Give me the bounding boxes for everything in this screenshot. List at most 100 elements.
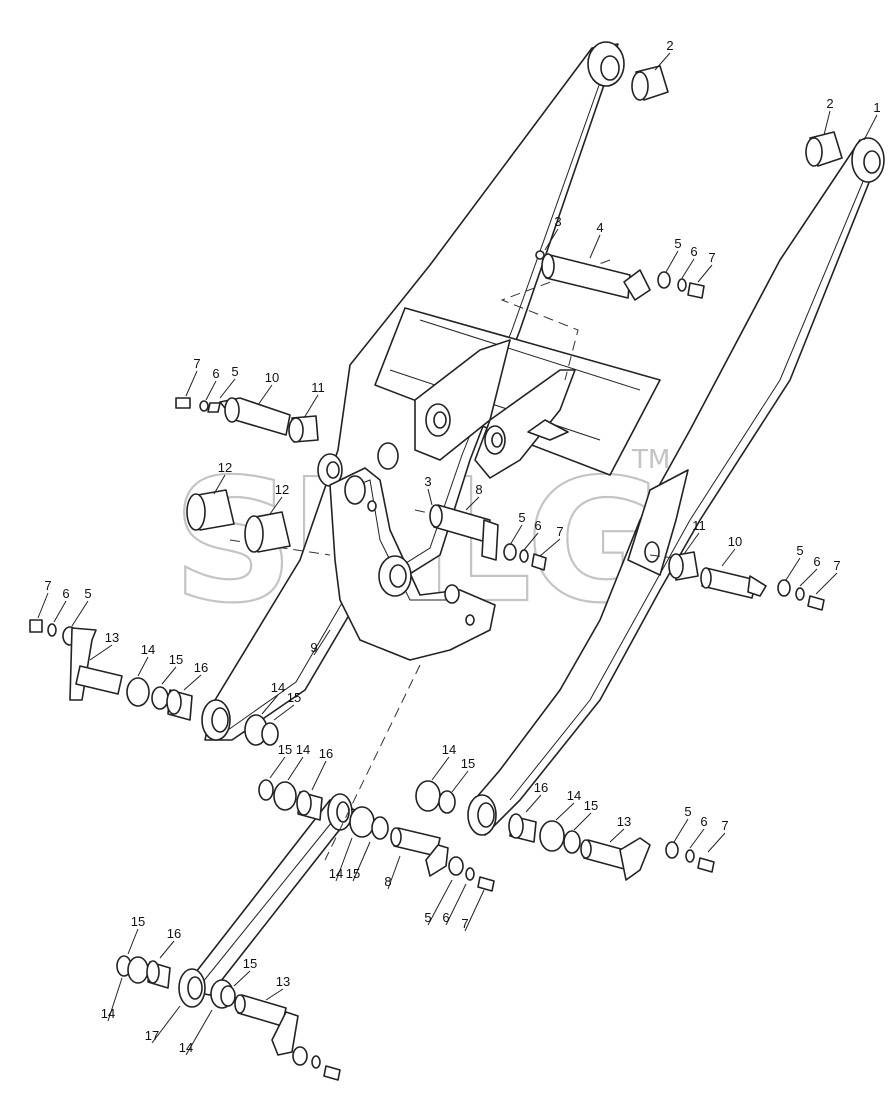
part-label-p5e: 5	[84, 586, 91, 601]
leader-line-p6c	[523, 532, 539, 551]
leader-line-p5a	[665, 250, 679, 273]
leader-line-p17	[151, 1005, 181, 1044]
pin-8-upper-assembly	[429, 504, 547, 571]
part-label-p6d: 6	[813, 554, 820, 569]
leader-line-p15f	[352, 841, 371, 882]
leader-lines	[37, 52, 878, 1056]
part-label-p14c: 14	[296, 742, 310, 757]
part-label-p5f: 5	[684, 804, 691, 819]
leader-line-p16a	[183, 674, 202, 691]
leader-line-p14h	[185, 1009, 213, 1056]
right-pin-10-assembly	[668, 551, 825, 611]
leader-line-p9	[313, 629, 331, 656]
leader-line-p16c	[525, 794, 542, 813]
part-label-p13b: 13	[617, 814, 631, 829]
part-label-p14h: 14	[179, 1040, 193, 1055]
part-label-p11a: 11	[311, 380, 325, 395]
part-label-p3a: 3	[554, 214, 561, 229]
part-label-p7d: 7	[833, 558, 840, 573]
part-label-p14e: 14	[567, 788, 581, 803]
leader-line-p13c	[265, 988, 284, 1001]
part-label-p6b: 6	[212, 366, 219, 381]
leader-line-p14b	[261, 694, 279, 715]
leader-line-p8a	[465, 496, 480, 511]
leader-line-p5g	[427, 879, 453, 926]
leader-line-p16b	[311, 760, 327, 791]
leader-line-p8b	[387, 855, 401, 890]
leader-line-p3b	[427, 488, 433, 506]
bushings-12	[186, 489, 291, 553]
leader-line-p6e	[53, 600, 67, 623]
leader-line-p5b	[219, 378, 236, 399]
leader-line-p14c	[287, 756, 304, 781]
part-label-p7c: 7	[556, 524, 563, 539]
part-label-p16d: 16	[167, 926, 181, 941]
part-label-p4: 4	[596, 220, 603, 235]
part-label-p15d: 15	[461, 756, 475, 771]
leader-line-p5e	[71, 600, 89, 627]
leader-line-p15h	[233, 970, 251, 987]
part-label-p7e: 7	[44, 578, 51, 593]
right-lower-ring-stack	[415, 780, 581, 854]
leader-line-p7b	[185, 370, 198, 397]
leader-line-p14a	[137, 656, 149, 677]
leader-line-p11b	[683, 532, 700, 555]
leader-line-p14f	[335, 837, 353, 882]
part-label-p10a: 10	[265, 370, 279, 385]
part-label-p16c: 16	[534, 780, 548, 795]
leader-line-p7f	[707, 832, 726, 853]
leader-line-p3a	[544, 228, 559, 251]
part-label-p6g: 6	[442, 910, 449, 925]
rocker-arm	[329, 442, 496, 661]
part-label-p14g: 14	[101, 1006, 115, 1021]
part-label-p15e: 15	[584, 798, 598, 813]
part-label-p15g: 15	[131, 914, 145, 929]
part-label-p5d: 5	[796, 543, 803, 558]
part-label-p5g: 5	[424, 910, 431, 925]
leader-line-p5d	[785, 557, 801, 581]
right-pin-13-assembly	[580, 837, 715, 881]
part-label-p7a: 7	[708, 250, 715, 265]
part-label-p7b: 7	[193, 356, 200, 371]
part-label-p5c: 5	[518, 510, 525, 525]
left-pin-10-assembly	[175, 397, 319, 443]
leader-line-p6d	[799, 568, 818, 587]
leader-line-p4	[589, 234, 601, 259]
leader-line-p6b	[205, 380, 217, 401]
leader-line-p14d	[431, 756, 450, 781]
leader-line-p12a	[213, 474, 226, 495]
leader-line-p7a	[697, 264, 713, 283]
part-label-p15a: 15	[169, 652, 183, 667]
leader-line-p6g	[445, 883, 467, 926]
leader-line-p10b	[721, 548, 736, 567]
leader-line-p15g	[127, 928, 139, 955]
leader-line-p16d	[159, 940, 175, 959]
part-label-p6c: 6	[534, 518, 541, 533]
part-label-p12a: 12	[218, 460, 232, 475]
leader-line-p15d	[451, 770, 469, 793]
part-label-p7f: 7	[721, 818, 728, 833]
leader-line-p15c	[269, 756, 286, 779]
leader-line-p1	[863, 114, 878, 141]
leader-line-p12b	[269, 496, 283, 515]
part-label-p11b: 11	[692, 518, 706, 533]
watermark-trademark: TM	[631, 445, 670, 475]
part-label-p13a: 13	[105, 630, 119, 645]
leader-line-p6f	[689, 828, 705, 849]
part-label-p15c: 15	[278, 742, 292, 757]
link-bottom-ring-stack	[116, 955, 341, 1081]
part-label-p16b: 16	[319, 746, 333, 761]
leader-line-p13a	[89, 644, 113, 661]
part-label-p8b: 8	[384, 874, 391, 889]
part-label-p1: 1	[873, 100, 880, 115]
part-label-p14b: 14	[271, 680, 285, 695]
part-label-p6e: 6	[62, 586, 69, 601]
link-top-ring-stack	[258, 779, 389, 840]
part-label-p16a: 16	[194, 660, 208, 675]
part-label-p9: 9	[310, 640, 317, 655]
part-label-p8a: 8	[475, 482, 482, 497]
leader-line-p5c	[509, 524, 523, 546]
pin-4-assembly	[535, 250, 705, 301]
right-boom-arm	[467, 137, 885, 836]
